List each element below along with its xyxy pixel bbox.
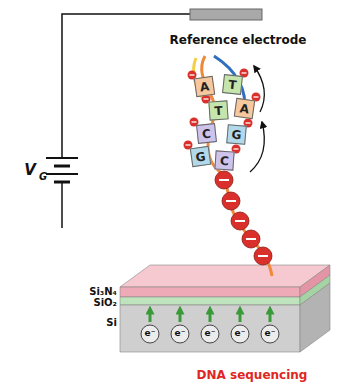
base-box: C bbox=[196, 123, 217, 144]
base-box: G bbox=[226, 124, 247, 145]
reference-electrode bbox=[190, 9, 262, 20]
voltage-label: V bbox=[24, 162, 36, 179]
voltage-subscript: G bbox=[39, 171, 47, 182]
chip-layers bbox=[120, 265, 330, 352]
electron-circle bbox=[141, 325, 279, 343]
base-letter: A bbox=[239, 101, 250, 114]
base-box: A bbox=[193, 75, 214, 96]
electron-label: e⁻ bbox=[175, 329, 186, 339]
electron-label: e⁻ bbox=[265, 329, 276, 339]
negative-charge bbox=[215, 171, 272, 265]
battery-symbol bbox=[46, 158, 78, 182]
base-box: T bbox=[208, 100, 228, 120]
layer-label: SiO₂ bbox=[93, 297, 117, 308]
electrode-label: Reference electrode bbox=[170, 34, 307, 47]
electron-label: e⁻ bbox=[145, 329, 156, 339]
layer-label: Si₃N₄ bbox=[89, 286, 117, 297]
direction-arrow bbox=[254, 66, 264, 112]
base-letter: T bbox=[227, 78, 236, 91]
base-box: A bbox=[233, 97, 254, 118]
base-letter: T bbox=[213, 104, 222, 117]
base-box: C bbox=[214, 150, 234, 170]
direction-arrow bbox=[250, 122, 264, 172]
base-letter: G bbox=[231, 128, 242, 141]
electron-arrows bbox=[150, 310, 270, 322]
electron-label: e⁻ bbox=[205, 329, 216, 339]
base-letter: G bbox=[194, 149, 205, 162]
base-letter: A bbox=[199, 79, 210, 92]
base-box: T bbox=[222, 74, 243, 95]
base-charge bbox=[184, 69, 261, 154]
electron-label: e⁻ bbox=[235, 329, 246, 339]
base-letter: C bbox=[219, 154, 229, 167]
layer-label: Si bbox=[106, 317, 117, 328]
base-box: G bbox=[189, 145, 210, 166]
title-label: DNA sequencing bbox=[197, 369, 308, 382]
base-letter: C bbox=[201, 127, 211, 140]
